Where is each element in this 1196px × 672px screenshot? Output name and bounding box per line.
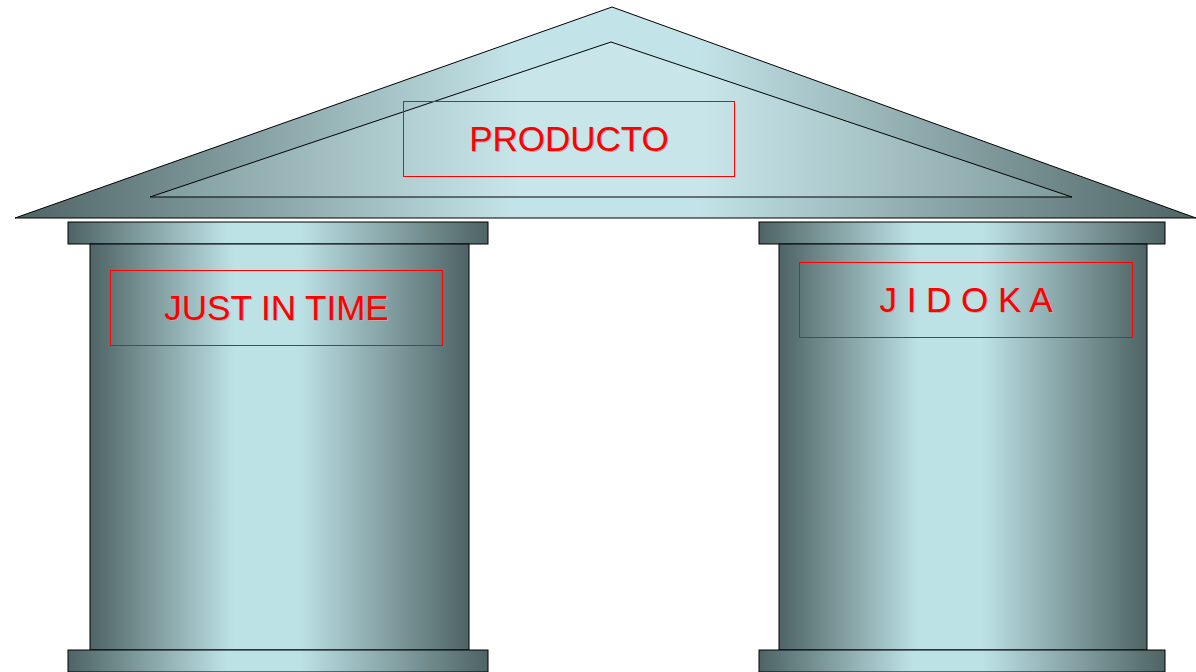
node-label: JUST IN TIME <box>164 288 388 328</box>
node-label: PRODUCTO <box>469 119 669 159</box>
node-label: J I D O K A <box>879 280 1052 320</box>
roof-label-box: PRODUCTO <box>403 101 735 177</box>
roof <box>15 7 1196 218</box>
right-pillar <box>759 222 1165 672</box>
left-pillar <box>68 222 488 672</box>
pillar-label-box: JUST IN TIME <box>110 270 443 346</box>
pillar-label-box: J I D O K A <box>799 262 1133 338</box>
